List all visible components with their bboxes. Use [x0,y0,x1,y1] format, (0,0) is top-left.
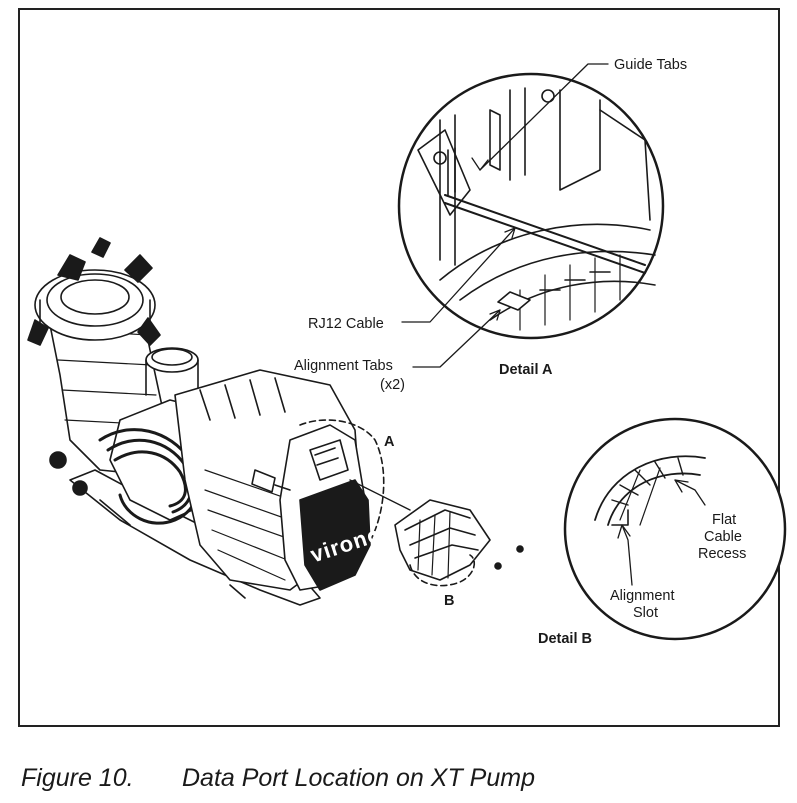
alignment-slot-label-line2: Slot [633,605,658,621]
detail-a-circle [397,72,665,340]
marker-b-label: B [444,593,454,609]
detail-b-circle [563,417,787,641]
rj12-cable-label: RJ12 Cable [308,316,384,332]
guide-tabs-leader [479,63,609,171]
leader-lines [401,63,706,586]
alignment-tabs-label: Alignment Tabs [294,358,393,374]
figure-caption: Figure 10. Data Port Location on XT Pump [21,764,535,793]
flat-cable-recess-label-line2: Cable [704,529,742,545]
flat-cable-recess-leader [674,479,706,506]
guide-tabs-label: Guide Tabs [614,57,687,73]
marker-a-label: A [384,434,395,450]
alignment-tabs-qty-label: (x2) [380,377,405,393]
flat-cable-recess-label-line1: Flat [712,512,736,528]
rj12-cable-leader [401,227,516,323]
detail-a-label: Detail A [499,362,553,378]
pump-diagram: Guide Tabs RJ12 Cable Alignment Tabs (x2… [27,57,787,647]
detail-b-label: Detail B [538,631,592,647]
alignment-slot-leader [621,524,633,586]
alignment-tabs-leader [412,309,501,368]
flat-cable-recess-label-line3: Recess [698,546,746,562]
figure-title: Data Port Location on XT Pump [182,764,535,792]
figure-number: Figure 10. [21,764,134,792]
alignment-slot-label-line1: Alignment [610,588,674,604]
pump-illustration [27,237,524,606]
